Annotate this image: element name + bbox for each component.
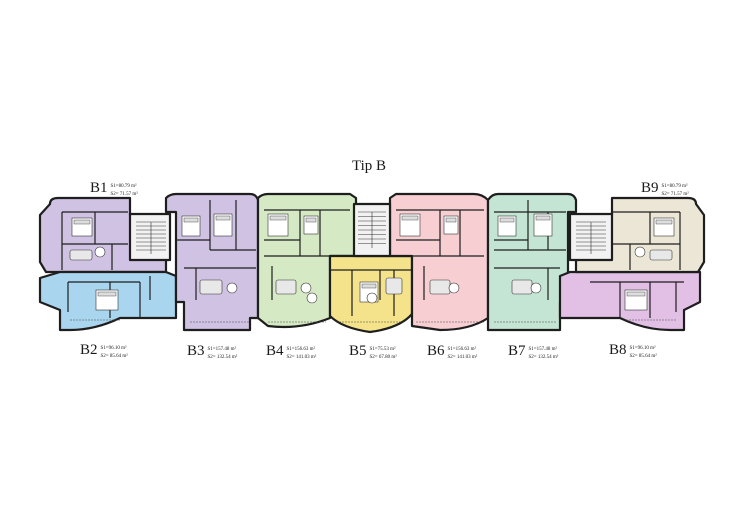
unit-area-s1: S1=80.79 m² [110, 184, 137, 189]
unit-area-s2: S2= 85.64 m² [629, 354, 657, 359]
pillow [73, 219, 91, 225]
unit-area-s2: S2= 71.57 m² [661, 192, 689, 197]
pillow [361, 283, 377, 289]
unit-area-s1: S1=156.63 m² [286, 347, 316, 352]
sofa [511, 279, 533, 295]
unit-area-s1: S1=80.79 m² [661, 184, 688, 189]
pillow [626, 291, 646, 297]
unit-code: B7 [508, 343, 526, 359]
unit-area-s1: S1=96.10 m² [100, 346, 127, 351]
dining-table [226, 282, 238, 294]
unit-area-s1: S1=157.48 m² [207, 347, 237, 352]
dining-table [300, 282, 312, 294]
pillow [97, 291, 117, 297]
pillow [499, 217, 515, 223]
sofa [199, 279, 223, 295]
pillow [655, 219, 673, 225]
unit-code: B6 [427, 343, 445, 359]
unit-area-s1: S1=157.48 m² [528, 347, 558, 352]
unit-area-s2: S2= 141.03 m² [447, 355, 478, 360]
unit-code: B2 [80, 342, 98, 358]
pillow [535, 215, 551, 221]
sofa [385, 277, 403, 295]
pillow [269, 215, 287, 221]
pillow [305, 217, 317, 223]
unit-area-s1: S1=96.10 m² [629, 346, 656, 351]
unit-area-s2: S2= 71.57 m² [110, 192, 138, 197]
dining-table [530, 282, 542, 294]
dining-table [634, 246, 646, 258]
unit-code: B8 [609, 342, 627, 358]
unit-area-s1: S1=156.63 m² [447, 347, 477, 352]
sofa [275, 279, 297, 295]
dining-table [448, 282, 460, 294]
unit-area-b3 [164, 192, 260, 332]
sofa [649, 249, 673, 261]
dining-table [94, 246, 106, 258]
unit-area-s1: S1=75.53 m² [369, 347, 396, 352]
plan-title: Tip B [351, 158, 387, 174]
unit-area-s2: S2= 132.54 m² [528, 355, 559, 360]
unit-area-s2: S2= 85.64 m² [100, 354, 128, 359]
pillow [401, 215, 419, 221]
pillow [445, 217, 457, 223]
unit-area-s2: S2= 132.54 m² [207, 355, 238, 360]
unit-code: B9 [641, 180, 659, 196]
unit-area-s2: S2= 141.03 m² [286, 355, 317, 360]
unit-code: B3 [187, 343, 205, 359]
pillow [215, 215, 231, 221]
unit-code: B4 [266, 343, 284, 359]
unit-code: B1 [90, 180, 108, 196]
sofa [69, 249, 93, 261]
unit-area-s2: S2= 67.80 m² [369, 355, 397, 360]
sofa [429, 279, 451, 295]
dining-table [306, 292, 318, 304]
stair-core-left [128, 212, 172, 262]
dining-table [366, 292, 378, 304]
unit-code: B5 [349, 343, 367, 359]
pillow [183, 217, 199, 223]
